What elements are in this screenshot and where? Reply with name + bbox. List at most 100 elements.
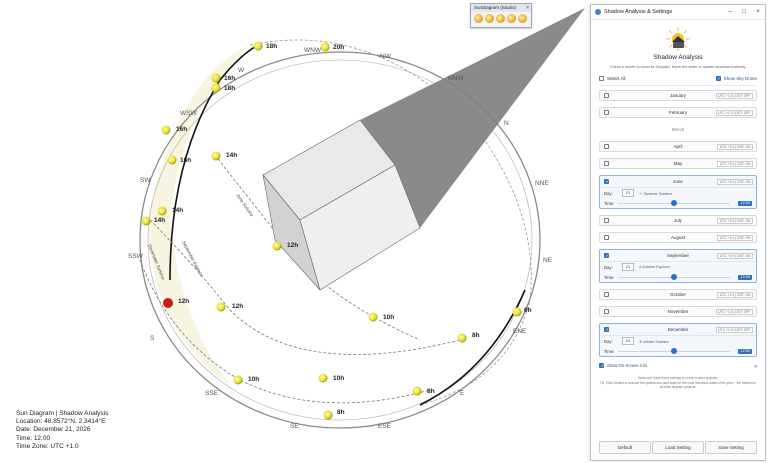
month-row-november[interactable]: November UTC +1.0 | DST: OFF — [599, 306, 757, 318]
sun-marker[interactable] — [253, 41, 263, 51]
sun-marker[interactable] — [161, 125, 171, 135]
slider-thumb[interactable] — [671, 348, 677, 355]
status-title: Sun Diagram | Shadow Analysis — [16, 410, 109, 417]
dir-label-se: SE — [290, 423, 299, 430]
day-input[interactable]: 21 — [622, 337, 634, 346]
sun-diagram-viewport[interactable]: June Solstice September Equinox December… — [0, 0, 590, 463]
dir-label-nne: NNE — [535, 180, 549, 187]
dir-label-nnw: NNW — [448, 75, 464, 82]
month-checkbox[interactable] — [604, 161, 609, 167]
timezone-badge: UTC +2.0 | DST: ON — [717, 178, 753, 185]
sun-marker[interactable] — [167, 155, 177, 165]
load-setting-button[interactable]: Load Setting — [652, 441, 704, 454]
default-button[interactable]: Default — [599, 441, 651, 454]
sun-marker[interactable] — [412, 386, 422, 396]
dir-label-ene: ENE — [513, 328, 527, 335]
dir-label-wsw: WSW — [180, 110, 197, 117]
month-checkbox[interactable] — [604, 253, 609, 259]
sun-marker[interactable] — [457, 333, 467, 343]
month-list: January UTC +1.0 | DST: OFF February UTC… — [591, 90, 765, 358]
select-all-checkbox[interactable]: Select All — [599, 76, 626, 82]
sun-marker[interactable] — [211, 73, 221, 83]
month-row-april[interactable]: April UTC +2.0 | DST: ON — [599, 141, 757, 153]
refresh-tool-icon[interactable] — [518, 14, 527, 23]
sun-marker-current[interactable] — [163, 298, 173, 308]
toolbar-close-icon[interactable]: × — [526, 5, 529, 11]
month-row-may[interactable]: May UTC +2.0 | DST: ON — [599, 158, 757, 170]
month-checkbox[interactable] — [604, 144, 609, 150]
checkbox-icon[interactable] — [599, 76, 604, 82]
sun-marker[interactable] — [320, 42, 330, 52]
sky-dome-shade — [148, 45, 250, 385]
save-setting-button[interactable]: Save Setting — [705, 441, 757, 454]
month-row-october[interactable]: October UTC +2.0 | DST: ON — [599, 289, 757, 301]
month-row-march[interactable]: March — [671, 127, 685, 133]
sun-marker[interactable] — [211, 83, 221, 93]
slider-thumb[interactable] — [671, 200, 677, 207]
month-checkbox[interactable] — [604, 327, 609, 333]
month-row-september[interactable]: September UTC +2.0 | DST: ON — [600, 250, 756, 263]
sun-marker[interactable] — [318, 373, 328, 383]
month-checkbox[interactable] — [604, 179, 609, 185]
time-slider[interactable] — [618, 274, 730, 281]
month-checkbox[interactable] — [604, 292, 609, 298]
panel-titlebar[interactable]: Shadow Analysis & Settings – □ × — [591, 5, 765, 20]
sun-marker[interactable] — [323, 410, 333, 420]
month-checkbox[interactable] — [604, 110, 609, 116]
month-checkbox[interactable] — [604, 235, 609, 241]
sun-marker[interactable] — [216, 302, 226, 312]
sun-hour-label: 14h — [226, 152, 237, 159]
time-label: Time: — [604, 274, 615, 280]
sun-marker[interactable] — [512, 307, 522, 317]
time-slider[interactable] — [618, 200, 730, 207]
sun-hour-label: 8h — [337, 409, 345, 416]
show-on-screen-info-checkbox[interactable]: Show On-Screen Info ▤ — [599, 363, 757, 369]
shadow-tool-icon[interactable] — [496, 14, 505, 23]
month-row-august[interactable]: August UTC +2.0 | DST: ON — [599, 232, 757, 244]
month-row-january[interactable]: January UTC +1.0 | DST: OFF — [599, 90, 757, 102]
time-slider[interactable] — [618, 348, 730, 355]
brush-tool-icon[interactable] — [507, 14, 516, 23]
maximize-icon[interactable]: □ — [742, 9, 746, 15]
month-checkbox[interactable] — [604, 218, 609, 224]
sun-hour-label: 18h — [266, 43, 277, 50]
sun-hour-label: 6h — [524, 307, 532, 314]
month-row-june[interactable]: June UTC +2.0 | DST: ON — [600, 176, 756, 189]
sun-marker[interactable] — [233, 375, 243, 385]
month-name: September — [666, 253, 689, 259]
compass-ring-outer — [139, 51, 541, 429]
event-text: Winter Solstice — [643, 339, 669, 344]
sun-marker[interactable] — [157, 206, 167, 216]
sun-marker[interactable] — [272, 241, 282, 251]
sun-hour-label: 18h — [224, 85, 235, 92]
sun-diagram-tool-icon[interactable] — [474, 14, 483, 23]
month-row-december[interactable]: December UTC +1.0 | DST: OFF — [600, 324, 756, 337]
sundiagram-toolbar[interactable]: SunDiagram (Studio) × — [470, 3, 532, 28]
show-sky-dome-checkbox[interactable]: Show Sky Dome — [715, 76, 757, 82]
month-row-february[interactable]: February UTC +1.0 | DST: OFF — [599, 107, 757, 119]
event-text: Summer Solstice — [643, 191, 673, 196]
day-input[interactable]: 21 — [622, 263, 634, 272]
sun-marker[interactable] — [368, 312, 378, 322]
sun-path-winter-highlight-east — [419, 289, 526, 406]
sun-marker[interactable] — [141, 216, 151, 226]
sun-marker[interactable] — [211, 151, 221, 161]
checkbox-checked-icon[interactable] — [715, 76, 721, 82]
sun-hour-label: 10h — [248, 376, 259, 383]
month-checkbox[interactable] — [604, 93, 609, 99]
checkbox-checked-icon[interactable] — [599, 363, 604, 369]
month-checkbox[interactable] — [604, 309, 609, 315]
month-row-july[interactable]: July UTC +2.0 | DST: ON — [599, 215, 757, 227]
timezone-badge: UTC +1.0 | DST: OFF — [715, 326, 753, 333]
sun-hour-label: 16h — [180, 157, 191, 164]
on-screen-info: Sun Diagram | Shadow Analysis Location: … — [16, 410, 108, 451]
shadow-settings-panel: Shadow Analysis & Settings – □ × Shadow … — [590, 4, 766, 461]
day-input[interactable]: 21 — [622, 189, 634, 198]
close-icon[interactable]: × — [756, 9, 760, 15]
settings-tool-icon[interactable] — [485, 14, 494, 23]
minimize-icon[interactable]: – — [728, 9, 732, 15]
path-label-september: September Equinox — [181, 240, 204, 278]
slider-thumb[interactable] — [671, 274, 677, 281]
timezone-badge: UTC +2.0 | DST: ON — [717, 143, 753, 150]
toolbar-title: SunDiagram (Studio) — [471, 4, 531, 12]
